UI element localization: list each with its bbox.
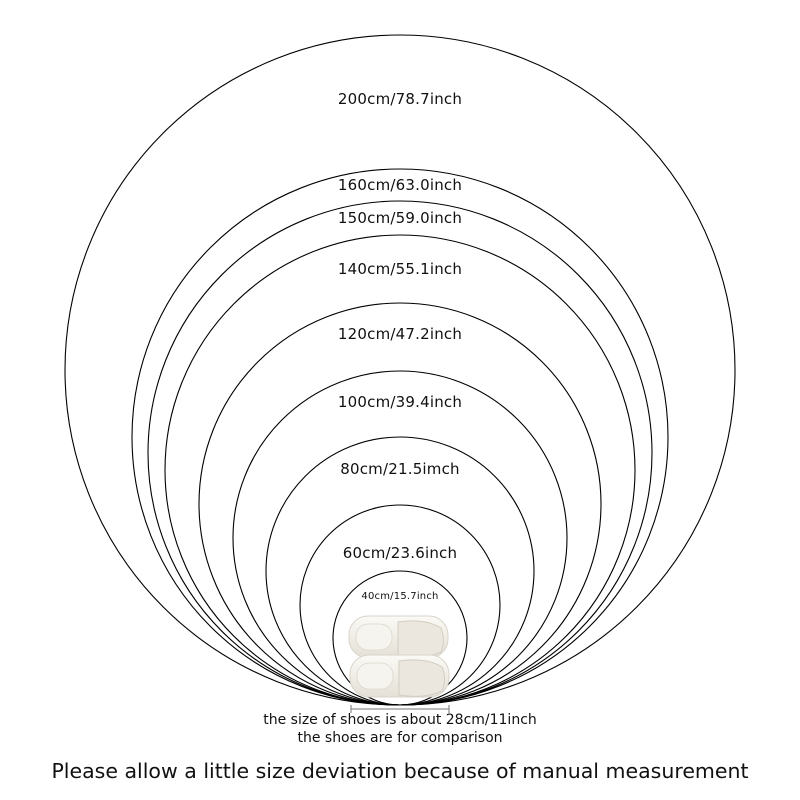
size-labels: 200cm/78.7inch 160cm/63.0inch 150cm/59.0… [338,90,462,602]
circle-200cm [64,34,736,706]
circle-40cm [332,570,468,706]
slipper-back [348,615,449,659]
slippers-icon [348,615,450,698]
shoe-size-note: the size of shoes is about 28cm/11inch [263,712,537,728]
label-40cm: 40cm/15.7inch [361,591,438,602]
slipper-front [349,654,450,698]
label-80cm: 80cm/21.5imch [340,460,460,478]
comparison-note: the shoes are for comparison [297,730,502,746]
label-120cm: 120cm/47.2inch [338,325,462,343]
label-60cm: 60cm/23.6inch [343,544,457,562]
label-150cm: 150cm/59.0inch [338,209,462,227]
label-200cm: 200cm/78.7inch [338,90,462,108]
label-100cm: 100cm/39.4inch [338,393,462,411]
shoe-size-indicator [350,705,450,713]
size-circles [64,34,736,706]
label-140cm: 140cm/55.1inch [338,260,462,278]
disclaimer-note: Please allow a little size deviation bec… [51,759,748,783]
label-160cm: 160cm/63.0inch [338,176,462,194]
